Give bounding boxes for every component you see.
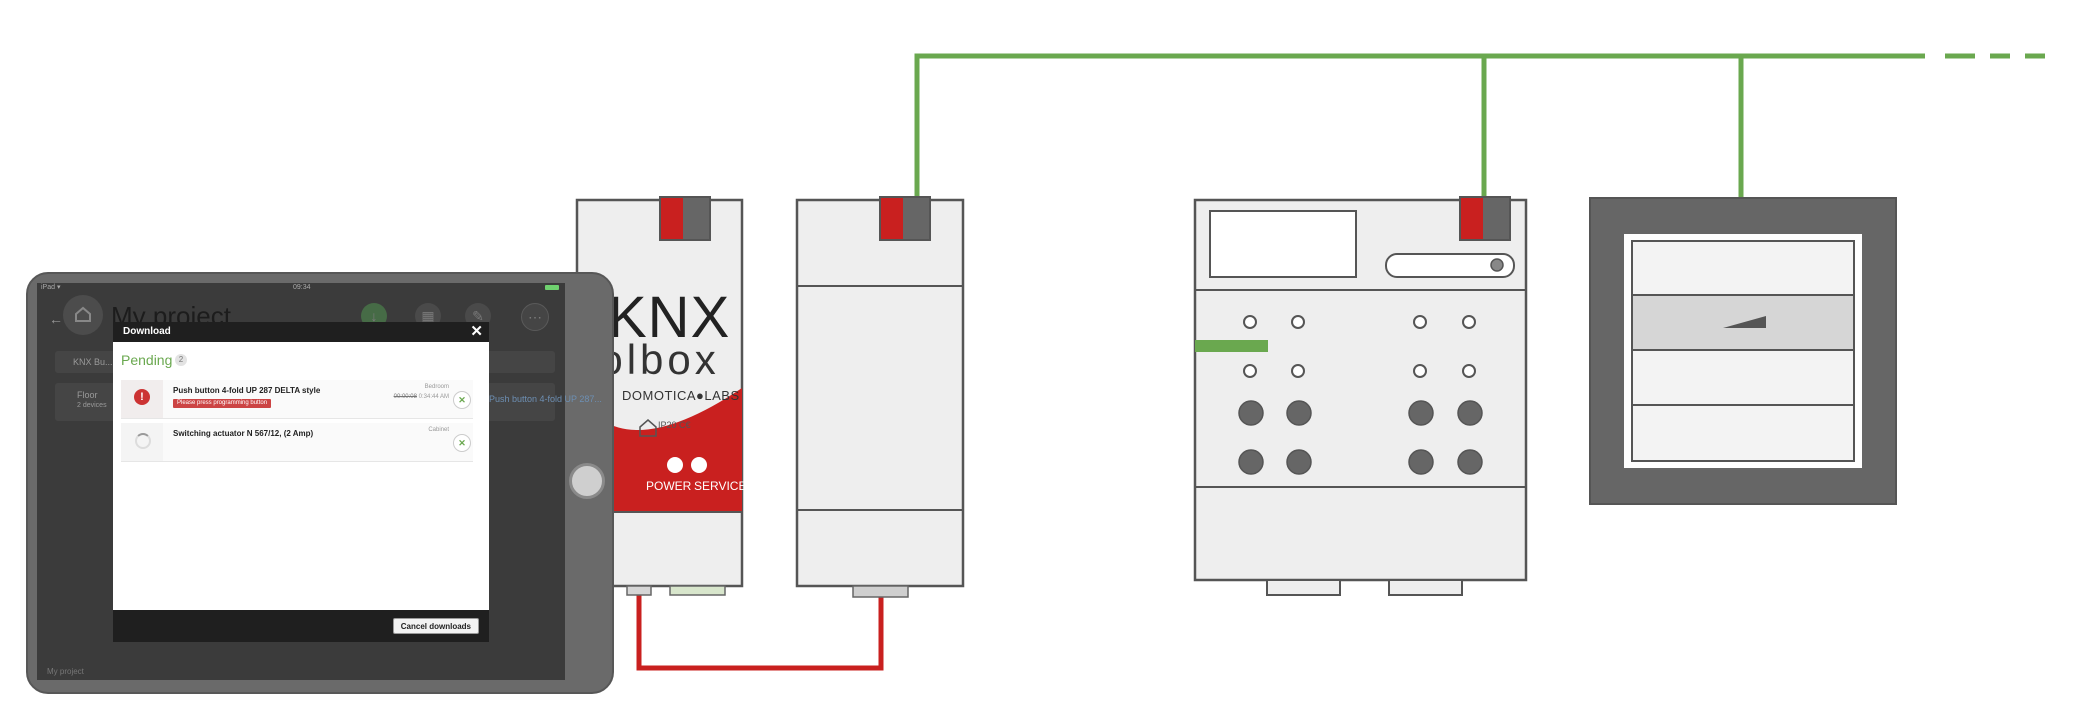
ip-interface-foot-1 xyxy=(626,585,652,596)
dialog-footer: Cancel downloads xyxy=(113,610,489,642)
pending-label: Pending xyxy=(121,352,173,368)
home-icon xyxy=(75,306,91,322)
ip-interface-red-panel xyxy=(577,388,742,512)
knx-ip-interface-device xyxy=(575,196,744,596)
cancel-downloads-button[interactable]: Cancel downloads xyxy=(392,618,479,634)
actuator-label-window xyxy=(1209,210,1357,278)
indoor-icon xyxy=(639,419,657,437)
actuator-status-bar xyxy=(1195,340,1268,352)
close-icon[interactable]: ✕ xyxy=(470,323,483,340)
item-status-area xyxy=(121,423,163,461)
error-icon: ! xyxy=(134,389,150,405)
back-arrow-icon[interactable]: ← xyxy=(49,311,63,327)
background-floor-devices: 2 devices xyxy=(77,402,107,409)
dialog-header: Download ✕ xyxy=(113,322,489,342)
knx-bus-lines xyxy=(914,53,2045,202)
actuator-foot-1 xyxy=(1266,579,1341,596)
power-supply-connector-red xyxy=(881,198,903,239)
home-button[interactable] xyxy=(63,295,103,335)
ip-interface-foot-2 xyxy=(669,585,726,596)
background-floor-label: Floor xyxy=(77,390,98,400)
actuator-channel-buttons xyxy=(1238,400,1483,475)
status-bar: iPad ▾ 09:34 xyxy=(37,283,565,292)
download-item: ! Push button 4-fold UP 287 DELTA style … xyxy=(121,380,473,419)
push-button-rocker-3 xyxy=(1631,349,1855,406)
item-status-area: ! xyxy=(121,380,163,418)
item-name: Push button 4-fold UP 287 DELTA style xyxy=(173,386,321,395)
dialog-title: Download xyxy=(123,326,171,337)
item-time-new: 0:34:44 AM xyxy=(418,394,449,400)
clock-label: 09:34 xyxy=(293,284,311,291)
power-supply-foot xyxy=(852,585,909,598)
more-icon[interactable]: ⋯ xyxy=(521,303,549,331)
push-button-rocker-4 xyxy=(1631,404,1855,462)
ip-interface-connector-red xyxy=(661,198,683,239)
item-name: Switching actuator N 567/12, (2 Amp) xyxy=(173,429,314,438)
cancel-item-button[interactable]: ✕ xyxy=(453,434,471,452)
download-dialog: Download ✕ Pending 2 ! Push button 4-fol… xyxy=(113,322,489,642)
power-led xyxy=(667,457,683,473)
actuator-foot-2 xyxy=(1388,579,1463,596)
item-room: Bedroom xyxy=(424,384,449,390)
download-item: Switching actuator N 567/12, (2 Amp) Cab… xyxy=(121,423,473,462)
loading-spinner-icon xyxy=(135,433,151,449)
service-label: SERVICE xyxy=(694,479,747,493)
item-time: 00:00:08 0:34:44 AM xyxy=(394,394,449,400)
knx-push-button-device xyxy=(1589,197,1897,505)
screen-footer: My project xyxy=(47,667,84,676)
pending-count-badge: 2 xyxy=(175,354,187,366)
knx-power-supply-device xyxy=(795,196,965,598)
certification-label: IP20 C€ xyxy=(658,420,691,430)
push-button-rocker-1 xyxy=(1631,240,1855,296)
actuator-connector-red xyxy=(1461,198,1483,239)
cancel-item-button[interactable]: ✕ xyxy=(453,391,471,409)
item-time-old: 00:00:08 xyxy=(393,394,417,400)
item-room: Cabinet xyxy=(428,427,449,433)
actuator-slot xyxy=(1385,253,1515,278)
background-bus-label: KNX Bu... xyxy=(73,357,113,367)
knx-switching-actuator-device xyxy=(1193,196,1528,596)
actuator-small-leds xyxy=(1243,315,1476,378)
battery-icon xyxy=(545,285,559,290)
programming-warning: Please press programming button xyxy=(173,399,272,408)
knx-logo-text: KNX xyxy=(608,285,731,350)
dimmer-ramp-icon xyxy=(1723,316,1766,328)
service-led xyxy=(691,457,707,473)
actuator-slot-led xyxy=(1490,258,1504,272)
brand-label: DOMOTICA●LABS xyxy=(622,388,740,403)
carrier-label: iPad ▾ xyxy=(41,284,61,291)
bus-line-main xyxy=(914,53,1925,202)
power-supply-body xyxy=(795,198,965,588)
power-label: POWER xyxy=(646,479,692,493)
ipad-home-button[interactable] xyxy=(569,463,605,499)
background-device-link: Push button 4-fold UP 287... xyxy=(489,394,602,404)
link-cable-red xyxy=(636,590,884,671)
